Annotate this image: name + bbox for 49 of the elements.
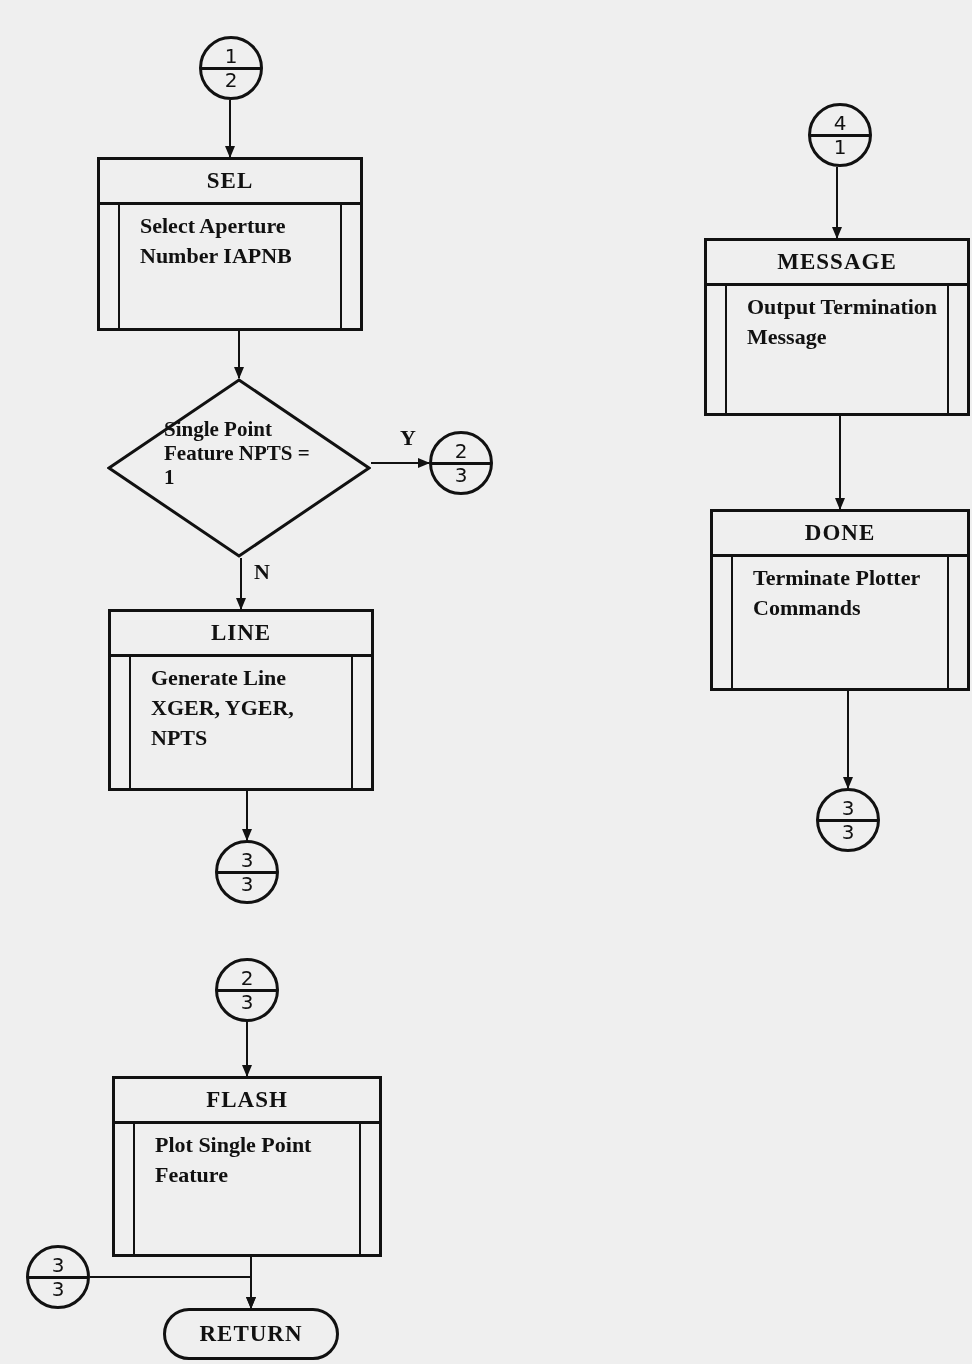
connector-number: 2 — [224, 68, 238, 92]
box-title: MESSAGE — [777, 249, 897, 275]
box-text: Select Aperture Number IAPNB — [140, 212, 293, 270]
terminator-text: RETURN — [199, 1321, 303, 1347]
arrow — [225, 99, 235, 158]
box-title: LINE — [210, 620, 272, 646]
box-text: Output Termination Message — [747, 293, 939, 351]
connector-number: 3 — [240, 990, 254, 1014]
connector-number: 3 — [51, 1253, 65, 1277]
process-box — [108, 609, 374, 791]
connector-number: 1 — [833, 135, 847, 159]
box-text: Plot Single Point Feature — [155, 1131, 313, 1189]
arrow — [843, 690, 853, 789]
decision-diamond — [107, 378, 371, 558]
connector-number: 3 — [240, 848, 254, 872]
box-text: Generate Line XGER, YGER, NPTS — [151, 664, 295, 752]
connector-number: 3 — [841, 820, 855, 844]
arrow — [835, 415, 845, 510]
arrow — [832, 166, 842, 239]
connector-circle — [26, 1245, 90, 1309]
connector-circle — [199, 36, 263, 100]
connector-number: 3 — [240, 872, 254, 896]
box-text: Terminate Plotter Commands — [753, 564, 921, 622]
process-box — [710, 509, 970, 691]
box-title: FLASH — [206, 1087, 288, 1113]
connector-circle — [215, 840, 279, 904]
connector-number: 3 — [841, 796, 855, 820]
process-box — [704, 238, 970, 416]
connector-number: 2 — [454, 439, 468, 463]
connector-number: 2 — [240, 966, 254, 990]
connector-circle — [808, 103, 872, 167]
connector-number: 4 — [833, 111, 847, 135]
decision-text: Single Point Feature NPTS = 1 — [164, 417, 311, 489]
arrow — [370, 458, 430, 468]
connector-circle — [429, 431, 493, 495]
process-box — [97, 157, 363, 331]
arrow — [242, 1021, 252, 1077]
connector-number: 3 — [51, 1277, 65, 1301]
connector-number: 3 — [454, 463, 468, 487]
connector-circle — [816, 788, 880, 852]
connector-number: 1 — [224, 44, 238, 68]
terminator — [163, 1308, 339, 1360]
box-title: SEL — [206, 168, 254, 194]
box-title: DONE — [804, 520, 876, 546]
process-box — [112, 1076, 382, 1257]
arrow — [236, 557, 246, 610]
arrow — [234, 330, 244, 379]
arrow — [242, 790, 252, 841]
arrow — [89, 1276, 256, 1309]
